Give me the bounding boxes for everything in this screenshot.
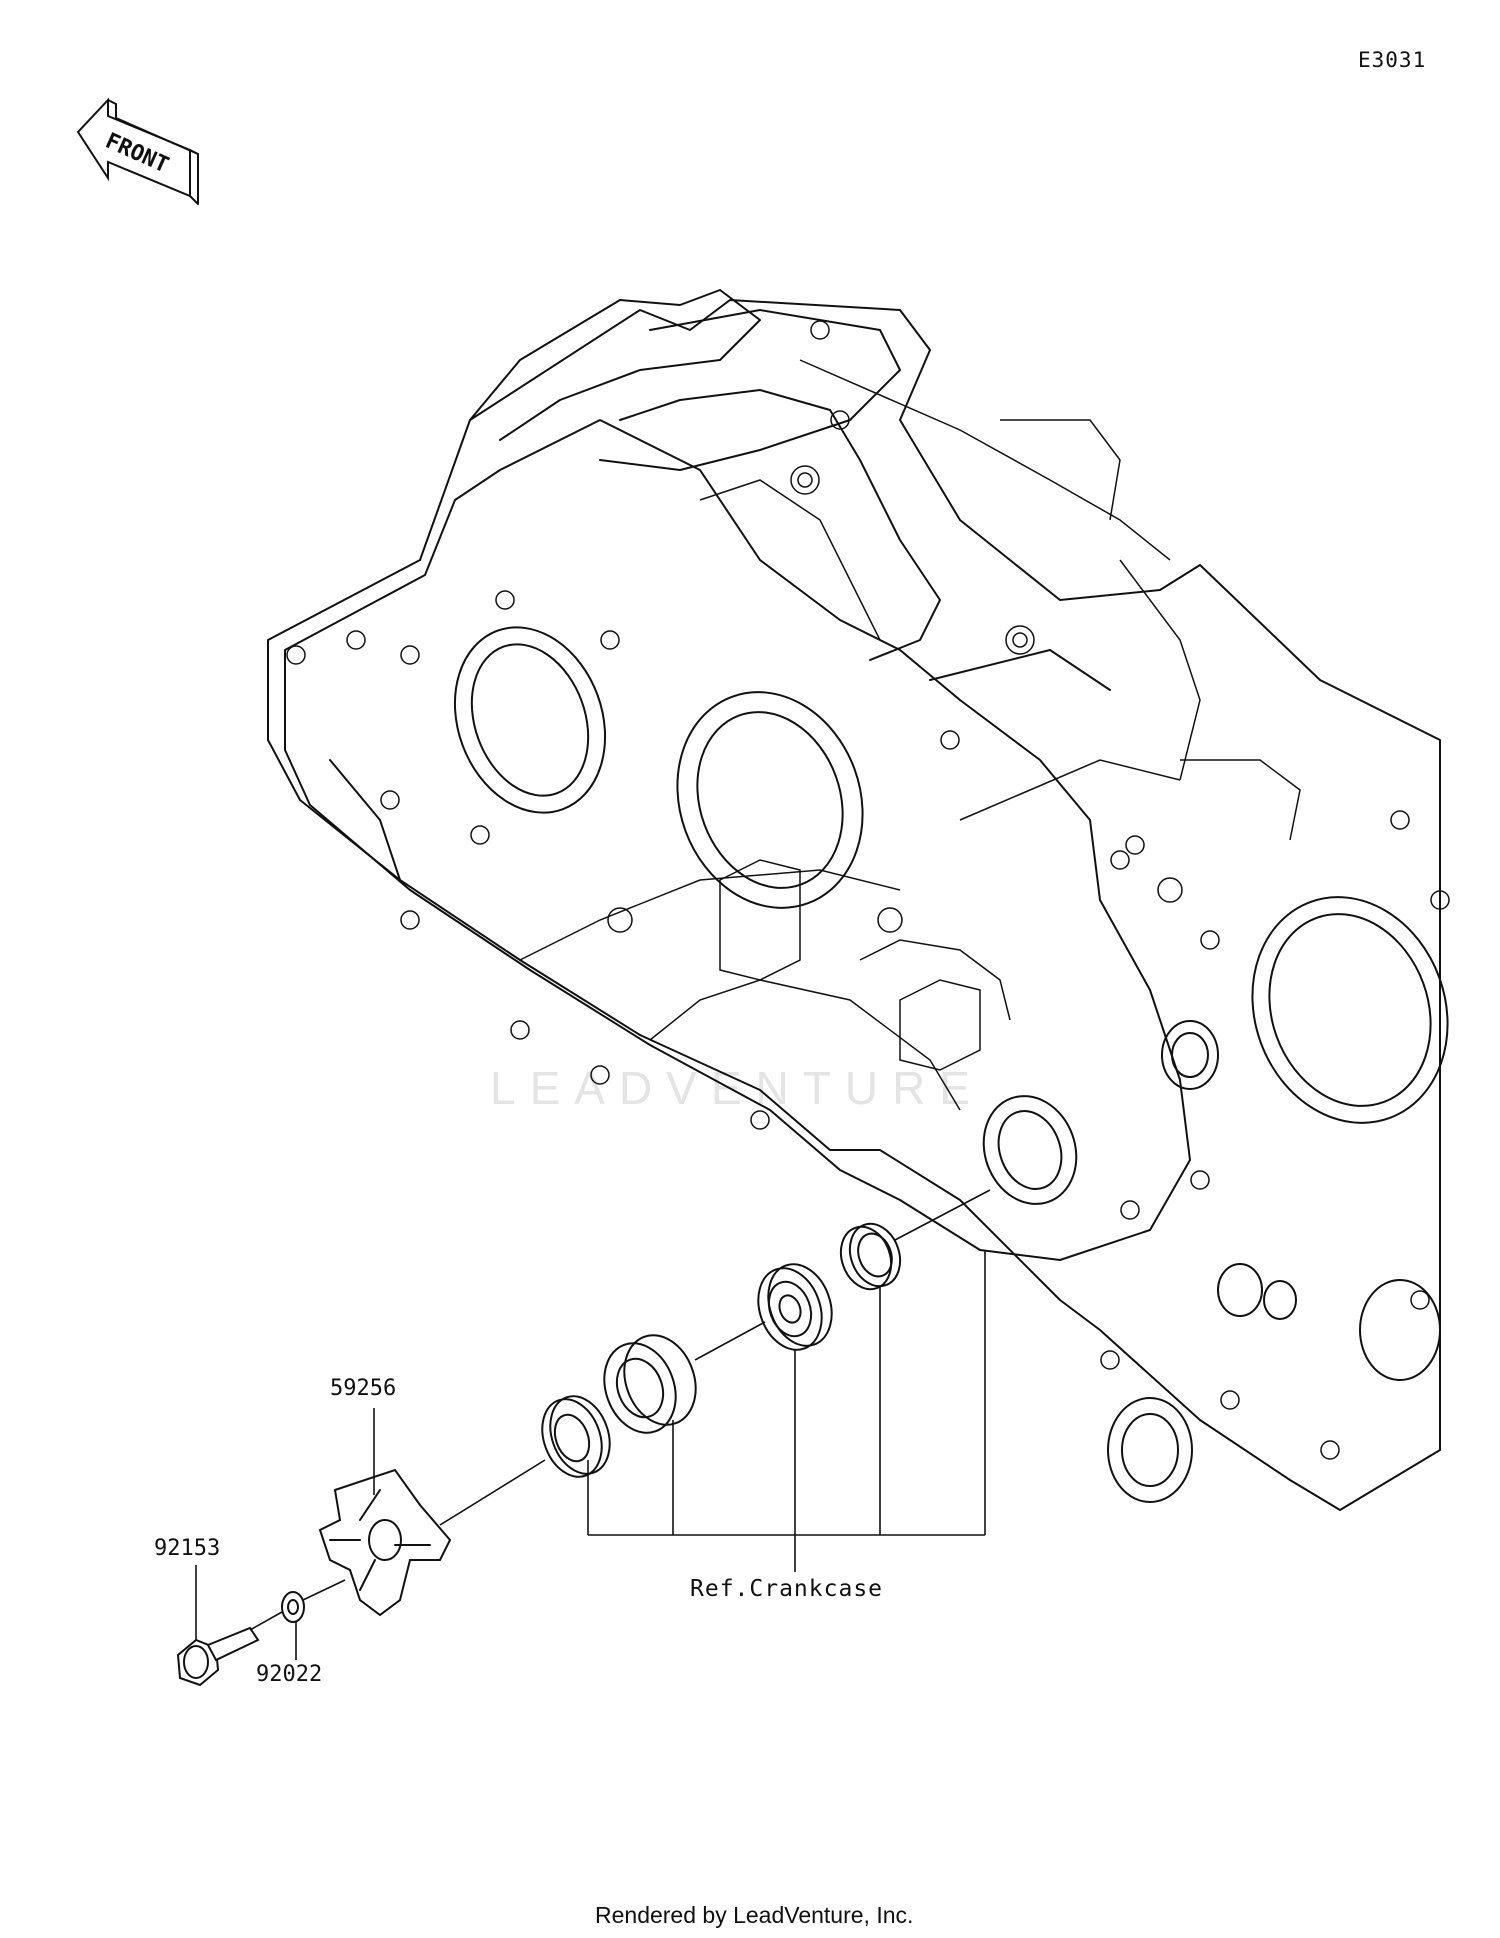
- part-number-impeller[interactable]: 59256: [330, 1376, 397, 1401]
- part-number-bolt[interactable]: 92153: [154, 1536, 221, 1561]
- bolt: [176, 1626, 260, 1687]
- explode-axis-lines: [249, 1189, 991, 1631]
- mechanical-seal: [603, 1334, 697, 1434]
- footer-credit: Rendered by LeadVenture, Inc.: [595, 1902, 914, 1928]
- part-number-washer[interactable]: 92022: [256, 1662, 323, 1687]
- leader-lines: [195, 1250, 986, 1660]
- oil-seal-inner: [839, 1222, 902, 1291]
- reference-crankcase-label: Ref.Crankcase: [690, 1576, 884, 1602]
- seal-ring: [541, 1395, 611, 1478]
- bearing: [757, 1263, 833, 1351]
- diagram-code: E3031: [1358, 48, 1427, 72]
- impeller: [318, 1468, 452, 1617]
- front-arrow-icon: FRONT: [76, 97, 199, 205]
- washer: [281, 1591, 305, 1623]
- crankcase-drawing: [267, 289, 1450, 1511]
